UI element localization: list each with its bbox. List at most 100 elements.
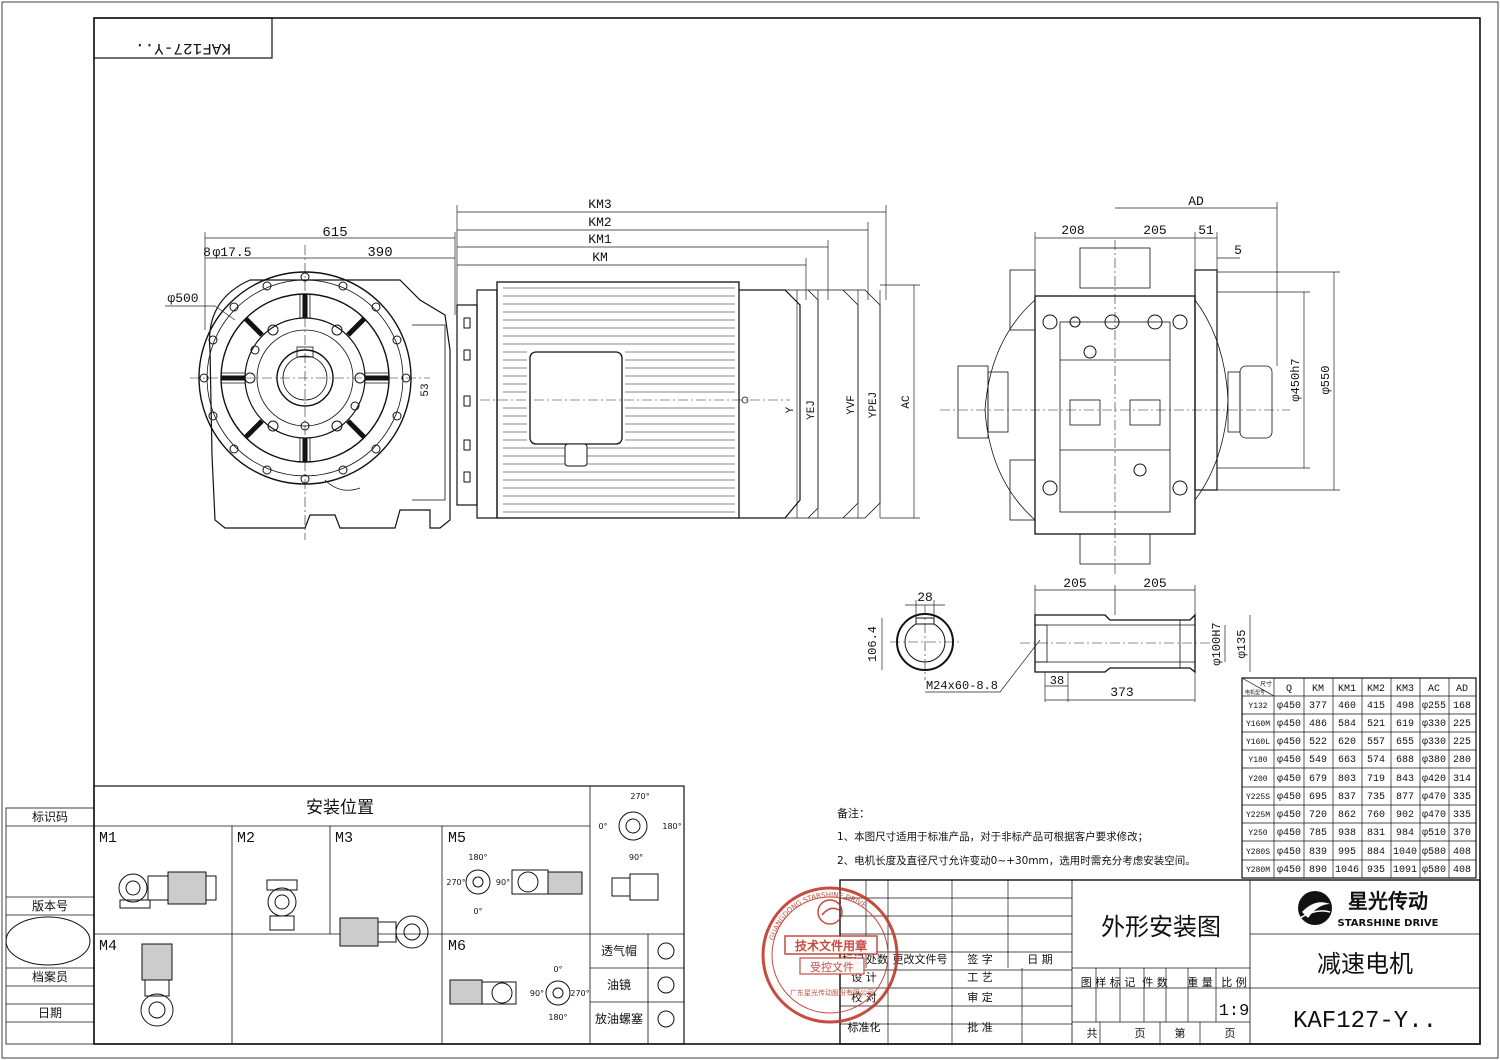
table-cell: 831: [1367, 828, 1385, 839]
strip-id-code: 标识码: [32, 810, 68, 824]
mount-m1-sketch: [118, 871, 217, 909]
notes-item-2: 2、电机长度及直径尺寸允许变动0~+30mm，选用时需充分考虑安装空间。: [837, 854, 1196, 867]
table-cell: 498: [1396, 701, 1414, 712]
hollow-dim-phi100: φ100H7: [1210, 622, 1224, 665]
hollow-dim-373: 373: [1110, 685, 1133, 700]
table-cell: 837: [1338, 792, 1356, 803]
stamp-line1: 技术文件用章: [795, 938, 867, 953]
oil-sight-icon: [657, 976, 675, 994]
table-cell: 688: [1396, 755, 1414, 766]
tb-approve: 批 准: [967, 1020, 993, 1034]
drawing-title: 外形安装图: [1101, 913, 1221, 941]
motor-view: KM3 KM2 KM1 KM Y YEJ YVF YPEJ AC: [456, 197, 920, 519]
table-row-model: Y225S: [1246, 793, 1270, 802]
mount-orientation: [611, 811, 659, 901]
table-cell: φ330: [1422, 737, 1446, 748]
tb-process: 工 艺: [967, 971, 993, 984]
table-cell: 549: [1309, 755, 1327, 766]
strip-oval: [5, 916, 91, 966]
front-dim-8: 8: [203, 245, 211, 260]
table-cell: 843: [1396, 774, 1414, 785]
hollow-thread: M24x60-8.8: [926, 679, 998, 693]
table-corner-bottom: 电机型号: [1245, 689, 1265, 696]
table-cell: 574: [1367, 755, 1385, 766]
stamp-line2: 受控文件: [810, 960, 854, 974]
table-cell: φ255: [1422, 701, 1446, 712]
tb-ratio: 比 例: [1221, 975, 1247, 989]
notes: 备注： 1、本图尺寸适用于标准产品，对于非标产品可根据客户要求修改； 2、电机长…: [837, 806, 1196, 867]
table-cell: 168: [1453, 701, 1471, 712]
mount-m5-sketch: [465, 869, 583, 895]
table-cell: 557: [1367, 737, 1385, 748]
table-cell: 370: [1453, 828, 1471, 839]
table-row-model: Y180: [1248, 756, 1267, 765]
hollow-shaft: 205 205 φ100H7 φ135 38 373 M24x60-8.8: [925, 576, 1251, 702]
table-row-model: Y200: [1248, 775, 1267, 784]
table-cell: φ450: [1277, 774, 1301, 785]
table-header-cell: KM: [1312, 684, 1324, 695]
table-cell: 225: [1453, 737, 1471, 748]
table-cell: 655: [1396, 737, 1414, 748]
m5-angle-90: 90°: [496, 878, 510, 887]
table-row-model: Y280S: [1246, 848, 1270, 857]
table-cell: 377: [1309, 701, 1327, 712]
table-cell: 938: [1338, 828, 1356, 839]
motor-label-ypej: YPEJ: [868, 392, 880, 418]
table-cell: 995: [1338, 847, 1356, 858]
tb-scale: 1:9: [1219, 1002, 1250, 1021]
table-cell: φ450: [1277, 737, 1301, 748]
shaft-dim-106: 106.4: [866, 626, 880, 662]
tb-weight: 重 量: [1187, 975, 1213, 989]
table-cell: 1091: [1393, 865, 1417, 876]
table-cell: φ450: [1277, 828, 1301, 839]
hollow-dim-205a: 205: [1063, 576, 1086, 591]
mount-label-m6: M6: [448, 938, 466, 955]
m6-angle-90: 90°: [530, 989, 544, 998]
tb-page: 页: [1135, 1027, 1146, 1040]
tb-pieces: 件 数: [1142, 976, 1168, 989]
table-cell: 663: [1338, 755, 1356, 766]
table-cell: φ450: [1277, 755, 1301, 766]
mount-label-m5: M5: [448, 830, 466, 847]
table-cell: 935: [1367, 865, 1385, 876]
orient-angle-0: 0°: [598, 822, 607, 831]
motor-label-y: Y: [785, 406, 797, 413]
strip-date: 日期: [38, 1006, 62, 1020]
legend-breather: 透气帽: [601, 943, 637, 958]
tb-standard: 标准化: [848, 1020, 881, 1034]
motor-dim-ac: AC: [901, 395, 913, 409]
table-cell: φ380: [1422, 755, 1446, 766]
m6-angle-0: 0°: [553, 965, 562, 974]
table-cell: 619: [1396, 719, 1414, 730]
tb-change-doc: 更改文件号: [893, 952, 948, 966]
mounting-panel: 安装位置 M1 M2 M3 M4 M5 M6: [93, 785, 685, 1045]
mount-m6-sketch: [449, 979, 571, 1006]
notes-heading: 备注：: [837, 806, 870, 820]
code-box: [93, 17, 273, 59]
left-strip: 标识码 版本号 档案员 日期: [5, 807, 95, 1045]
table-row-model: Y280M: [1246, 866, 1270, 875]
mount-label-m3: M3: [335, 830, 353, 847]
orient-angle-90: 90°: [629, 853, 643, 862]
mount-m3-sketch: [339, 915, 429, 949]
front-dim-390: 390: [367, 245, 392, 261]
table-cell: 1040: [1393, 847, 1417, 858]
table-header-cell: Q: [1286, 684, 1292, 695]
legend-oil-sight: 油镜: [607, 977, 631, 992]
front-view: 615 390 8 φ17.5 φ500 53: [165, 225, 456, 540]
table-cell: φ330: [1422, 719, 1446, 730]
m6-angle-180: 180°: [548, 1013, 567, 1022]
table-cell: 522: [1309, 737, 1327, 748]
table-cell: 695: [1309, 792, 1327, 803]
table-row-model: Y225M: [1246, 811, 1270, 820]
m5-angle-180: 180°: [468, 853, 487, 862]
side-dim-ad: AD: [1188, 194, 1204, 209]
table-cell: φ420: [1422, 774, 1446, 785]
table-header-cell: KM2: [1367, 684, 1385, 695]
front-dim-phi500: φ500: [167, 291, 198, 306]
table-header-cell: KM3: [1396, 684, 1414, 695]
table-cell: 335: [1453, 792, 1471, 803]
table-cell: 415: [1367, 701, 1385, 712]
